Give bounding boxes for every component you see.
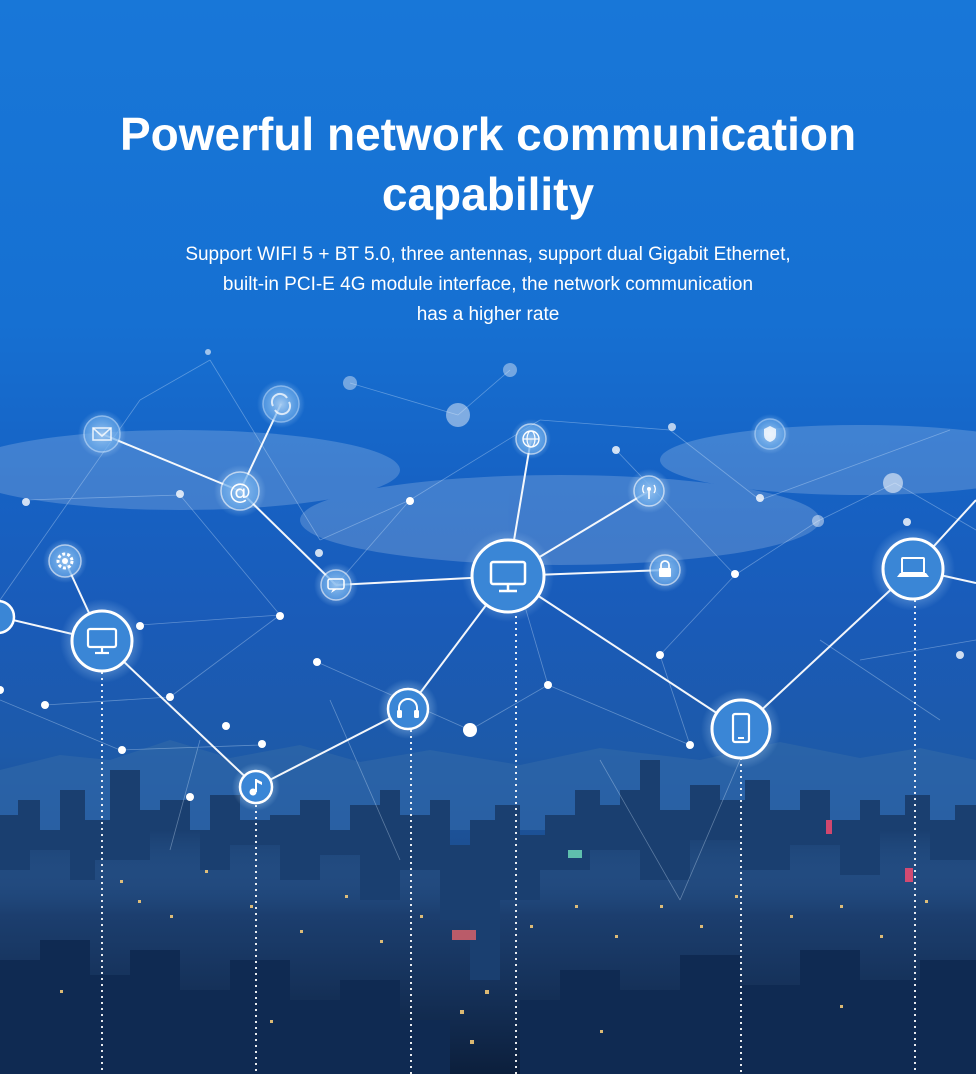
laptop-icon [871,527,955,611]
headphones-icon [378,679,438,739]
page-title-line-1: Powerful network communication [119,108,857,160]
feature-description: Support WIFI 5 + BT 5.0, three antennas,… [130,240,846,330]
lock-icon [643,548,687,592]
settings-icon [43,539,87,583]
at-icon: @ [214,465,266,517]
network-mesh [0,359,976,901]
description-line-3: has a higher rate [416,304,560,325]
description-line-2: built-in PCI-E 4G module interface, the … [222,274,754,295]
globe-icon [511,419,551,459]
neon-signs [452,820,913,940]
wifi-antenna-icon [627,469,671,513]
music-icon [232,763,280,811]
network-dots [0,349,964,801]
monitor-icon [60,599,144,683]
monitor-icon [462,530,554,622]
mail-icon [78,410,126,458]
city-lights [60,870,928,1044]
sync-icon [257,380,305,428]
description-line-1: Support WIFI 5 + BT 5.0, three antennas,… [185,244,791,265]
smartphone-icon [701,689,781,769]
city-skyline [0,760,976,1074]
page-title-line-2: capability [381,168,595,220]
partial-node [0,599,16,635]
page-title: Powerful network communication capabilit… [0,104,976,224]
dotted-drop-lines [101,600,916,1074]
chat-icon [314,563,358,607]
svg-text:@: @ [229,480,251,505]
shield-icon [750,414,790,454]
